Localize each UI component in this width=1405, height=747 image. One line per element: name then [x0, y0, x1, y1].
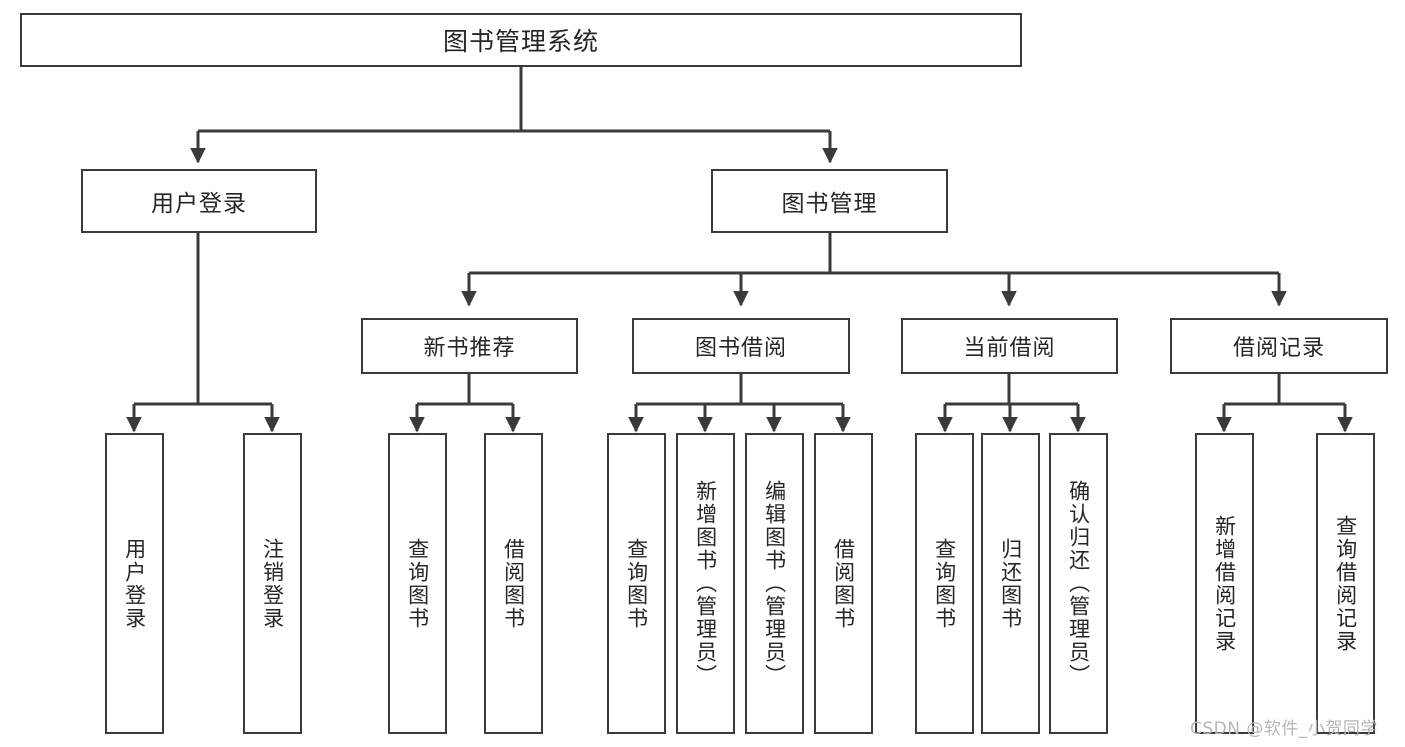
leaf-query-book-current[interactable]: 查询图书: [915, 433, 974, 734]
leaf-query-book-recommendation-label: 查询图书: [405, 537, 430, 630]
leaf-query-book-borrowing[interactable]: 查询图书: [607, 433, 666, 734]
leaf-return-book-label: 归还图书: [998, 537, 1023, 630]
node-root-label: 图书管理系统: [442, 27, 599, 56]
leaf-borrow-book-recommendation[interactable]: 借阅图书: [484, 433, 543, 734]
csdn-watermark: CSDN @软件_小贺同学: [1190, 719, 1378, 739]
leaf-query-book-borrowing-label: 查询图书: [624, 537, 649, 630]
leaf-add-borrow-record[interactable]: 新增借阅记录: [1195, 433, 1254, 734]
leaf-confirm-return-admin-label: 确认归还（管理员）: [1066, 480, 1091, 687]
node-new-book-recommendation-label: 新书推荐: [423, 336, 516, 361]
leaf-query-book-recommendation[interactable]: 查询图书: [388, 433, 447, 734]
leaf-user-login-label: 用户登录: [122, 537, 147, 630]
leaf-add-book-admin[interactable]: 新增图书（管理员）: [676, 433, 735, 734]
leaf-return-book[interactable]: 归还图书: [981, 433, 1040, 734]
node-current-borrowing[interactable]: 当前借阅: [901, 318, 1118, 374]
node-user-login-label: 用户登录: [151, 191, 247, 217]
node-user-login[interactable]: 用户登录: [81, 169, 317, 233]
leaf-edit-book-admin[interactable]: 编辑图书（管理员）: [745, 433, 804, 734]
leaf-borrow-book-recommendation-label: 借阅图书: [501, 537, 526, 630]
leaf-logout[interactable]: 注销登录: [243, 433, 302, 734]
leaf-add-book-admin-label: 新增图书（管理员）: [693, 480, 718, 687]
leaf-add-borrow-record-label: 新增借阅记录: [1212, 514, 1237, 653]
node-root[interactable]: 图书管理系统: [20, 13, 1022, 67]
leaf-query-borrow-record[interactable]: 查询借阅记录: [1316, 433, 1375, 734]
node-book-management[interactable]: 图书管理: [711, 169, 948, 233]
leaf-borrow-book-borrowing[interactable]: 借阅图书: [814, 433, 873, 734]
node-book-borrowing[interactable]: 图书借阅: [632, 318, 850, 374]
node-current-borrowing-label: 当前借阅: [963, 336, 1056, 361]
leaf-query-book-current-label: 查询图书: [932, 537, 957, 630]
node-book-management-label: 图书管理: [781, 191, 878, 217]
leaf-logout-label: 注销登录: [260, 537, 285, 630]
leaf-query-borrow-record-label: 查询借阅记录: [1333, 514, 1358, 653]
node-borrowing-records-label: 借阅记录: [1232, 336, 1325, 361]
leaf-user-login[interactable]: 用户登录: [105, 433, 164, 734]
leaf-borrow-book-borrowing-label: 借阅图书: [831, 537, 856, 630]
node-borrowing-records[interactable]: 借阅记录: [1170, 318, 1388, 374]
leaf-edit-book-admin-label: 编辑图书（管理员）: [762, 480, 787, 687]
leaf-confirm-return-admin[interactable]: 确认归还（管理员）: [1049, 433, 1108, 734]
node-book-borrowing-label: 图书借阅: [694, 336, 787, 361]
node-new-book-recommendation[interactable]: 新书推荐: [361, 318, 578, 374]
